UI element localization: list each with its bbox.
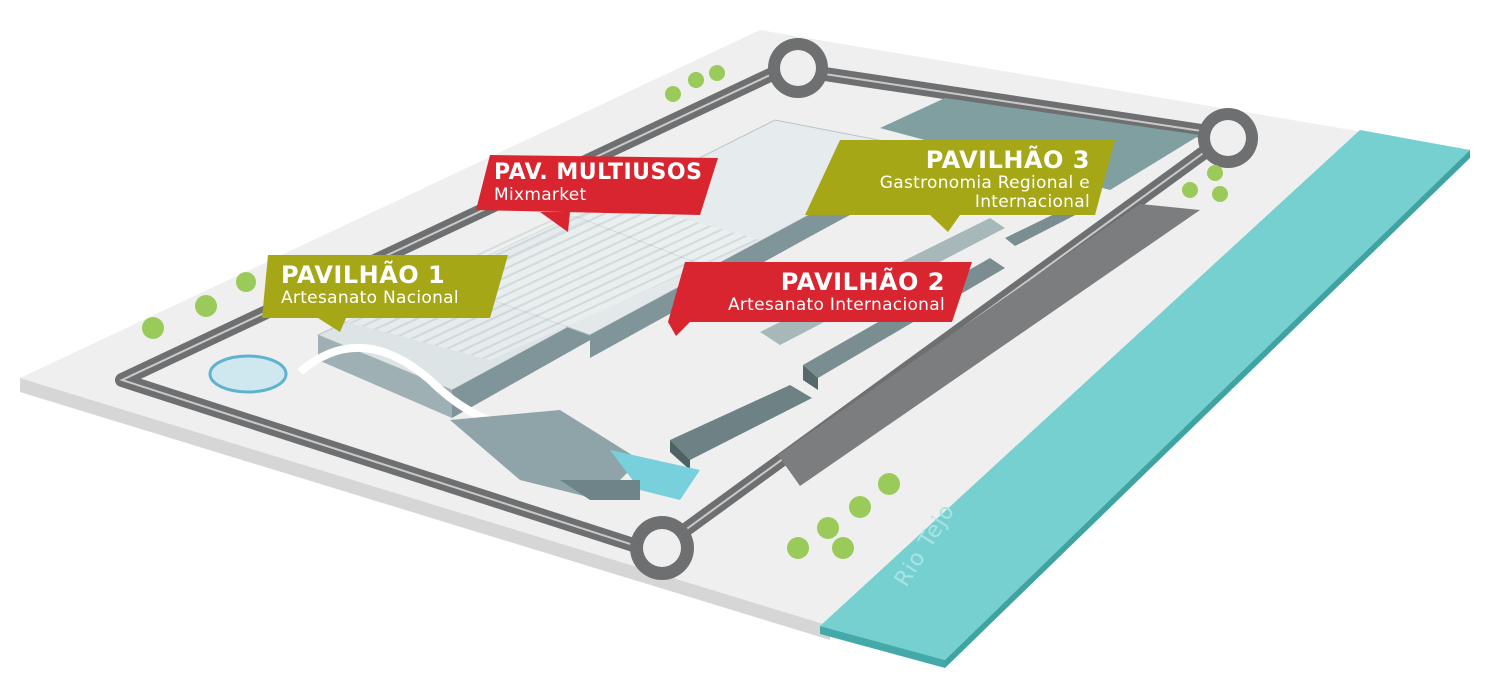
pavilhao-multiusos-flag: [476, 155, 718, 215]
pavilhao-2-flag: [668, 262, 972, 322]
ground-platform-side: [20, 378, 830, 640]
label-pavilhao-1-title: PAVILHÃO 1: [281, 261, 446, 289]
label-pavilhao-3-title: PAVILHÃO 3: [925, 146, 1090, 174]
river-tejo-edge: [945, 150, 1470, 668]
label-pavilhao-2[interactable]: PAVILHÃO 2 Artesanato Internacional: [670, 270, 945, 314]
label-multiusos-subtitle: Mixmarket: [494, 185, 587, 205]
label-multiusos-title: PAV. MULTIUSOS: [494, 160, 703, 185]
parking-area: [778, 204, 1200, 486]
pavilhao-3-flag: [805, 140, 1115, 215]
label-pavilhao-1-subtitle: Artesanato Nacional: [281, 288, 459, 308]
label-pavilhao-2-title: PAVILHÃO 2: [780, 268, 945, 296]
label-multiusos[interactable]: PAV. MULTIUSOS Mixmarket: [494, 162, 702, 204]
trees: [142, 65, 1228, 559]
label-pavilhao-3-subtitle-line1: Gastronomia Regional e: [879, 173, 1090, 193]
label-pavilhao-3-subtitle-line2: Internacional: [974, 192, 1090, 212]
pavilhao-1-pointer: [318, 318, 346, 332]
pavilhao-multiusos-pointer: [540, 212, 570, 232]
pavilhao-2-pointer: [668, 322, 690, 336]
label-pavilhao-2-subtitle: Artesanato Internacional: [727, 295, 945, 315]
label-pavilhao-3[interactable]: PAVILHÃO 3 Gastronomia Regional e Intern…: [812, 148, 1090, 211]
river-tejo: [820, 130, 1470, 660]
label-pavilhao-1[interactable]: PAVILHÃO 1 Artesanato Nacional: [281, 263, 459, 307]
entrance-complex: [208, 343, 700, 500]
pavilhao-1-flag: [262, 255, 508, 318]
roundabouts: [630, 38, 1258, 580]
river-tejo-side: [820, 626, 945, 668]
pavilhao-3-pointer: [930, 215, 960, 232]
